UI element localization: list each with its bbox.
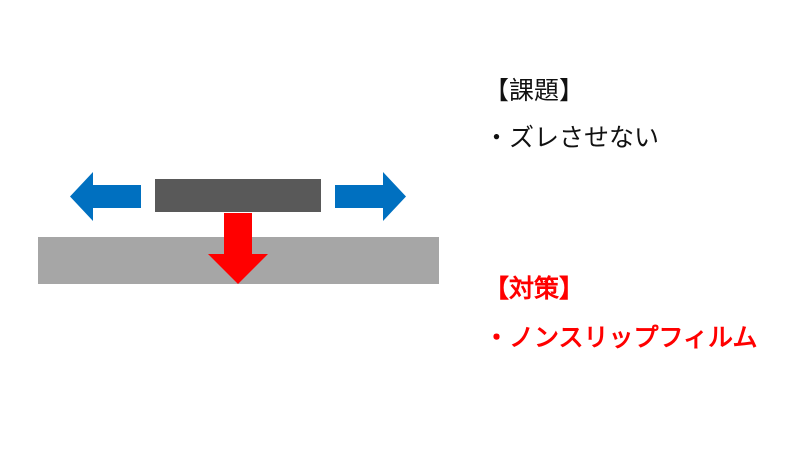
solution-heading: 【対策】 xyxy=(484,274,585,303)
issue-heading: 【課題】 xyxy=(484,76,585,105)
issue-item: ・ズレさせない xyxy=(484,123,660,152)
solution-item: ・ノンスリップフィルム xyxy=(484,323,758,352)
right-arrow xyxy=(335,172,406,221)
down-arrow xyxy=(208,213,268,284)
left-arrow xyxy=(70,172,141,221)
top-block xyxy=(155,179,321,212)
